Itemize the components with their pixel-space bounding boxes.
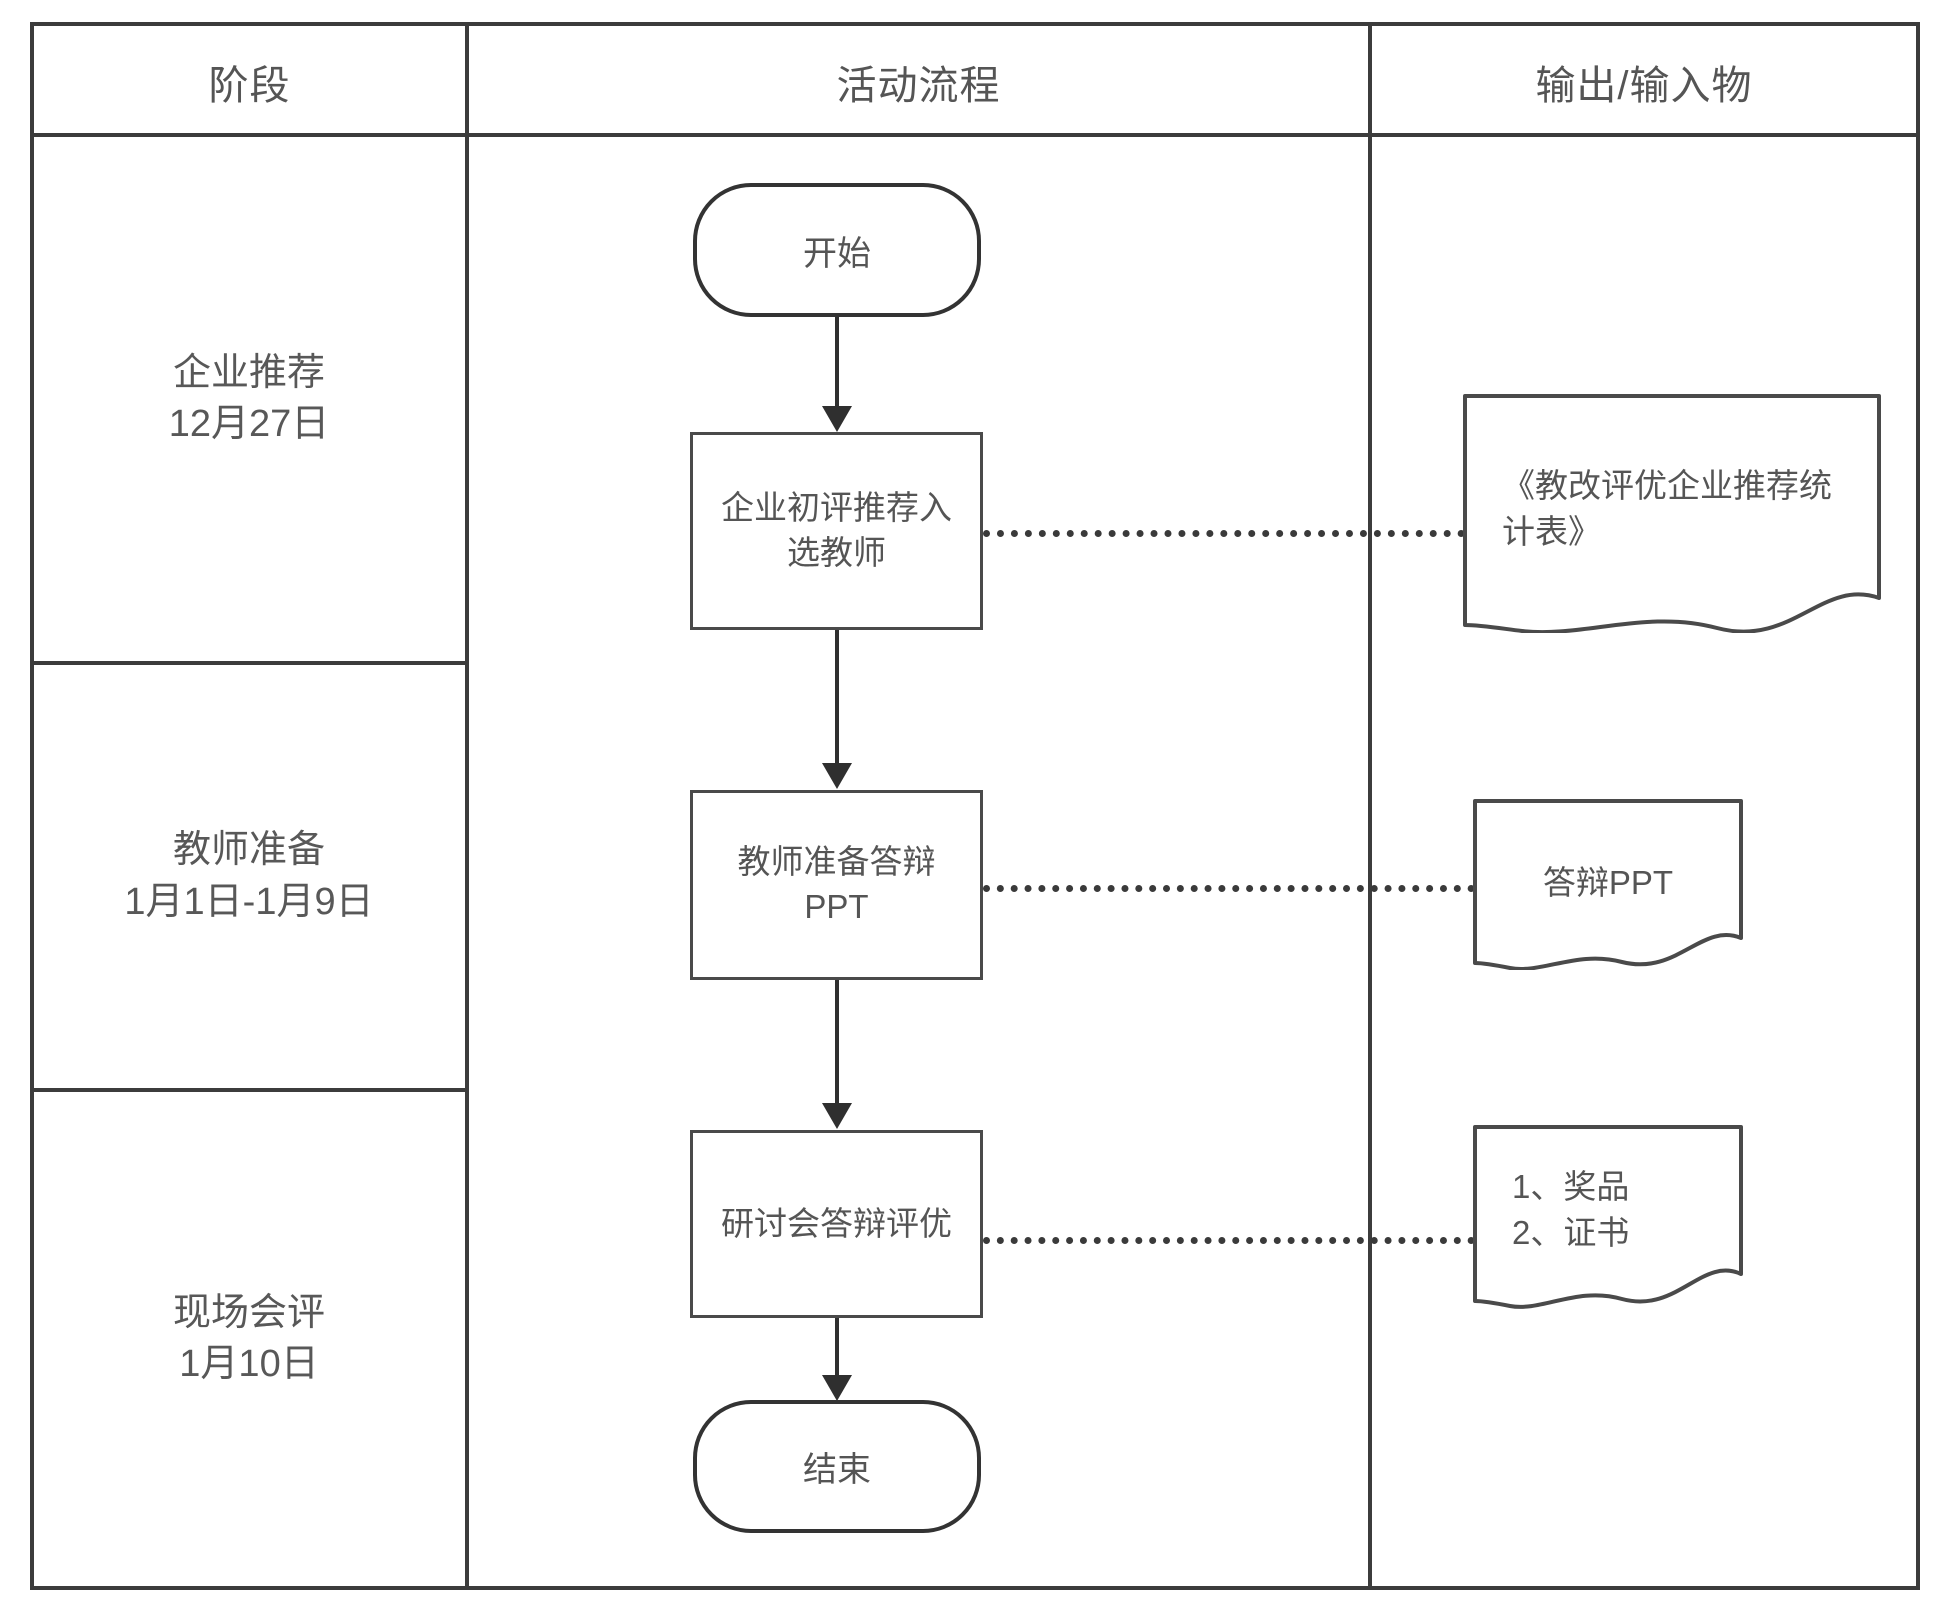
column-divider-2 xyxy=(1368,22,1372,1590)
document-1-line-1: 《教改评优企业推荐统 xyxy=(1502,467,1832,504)
column-header-flow: 活动流程 xyxy=(836,63,1001,108)
flow-node-step3[interactable]: 研讨会答辩评优 xyxy=(690,1130,983,1318)
document-1-line-2: 计表》 xyxy=(1502,512,1601,550)
doc-link-step3 xyxy=(983,1237,1475,1244)
column-header-outputs: 输出/输入物 xyxy=(1535,63,1753,108)
stage-cell-1: 企业推荐 12月27日 xyxy=(34,137,464,661)
doc-link-step2 xyxy=(983,885,1475,892)
document-2-line-1: 答辩PPT xyxy=(1542,864,1674,901)
column-divider-1 xyxy=(465,22,469,1590)
stage-period-2: 1月1日-1月9日 xyxy=(124,880,374,923)
table-outer-border xyxy=(30,22,1920,1590)
flow-node-start[interactable]: 开始 xyxy=(693,183,981,317)
stage-period-1: 12月27日 xyxy=(168,403,330,445)
doc-link-step1 xyxy=(983,530,1465,537)
stage-row-divider-2 xyxy=(34,1088,465,1092)
stage-name-2: 教师准备 xyxy=(172,829,325,872)
stage-cell-3: 现场会评 1月10日 xyxy=(34,1092,464,1586)
stage-row-divider-1 xyxy=(34,661,465,665)
document-3-line-1: 1、奖品 xyxy=(1512,1168,1630,1205)
flow-node-end[interactable]: 结束 xyxy=(693,1400,981,1533)
flow-node-step1[interactable]: 企业初评推荐入选教师 xyxy=(690,432,983,630)
document-shape-1[interactable]: 《教改评优企业推荐统 计表》 xyxy=(1462,393,1882,633)
document-shape-2[interactable]: 答辩PPT xyxy=(1472,798,1744,970)
header-divider xyxy=(30,133,1920,137)
document-1-text: 《教改评优企业推荐统 计表》 xyxy=(1462,463,1882,554)
stage-name-1: 企业推荐 xyxy=(172,351,325,394)
document-2-text: 答辩PPT xyxy=(1472,860,1744,906)
column-header-stage: 阶段 xyxy=(208,63,291,108)
document-3-line-2: 2、证书 xyxy=(1512,1213,1630,1251)
document-3-text: 1、奖品 2、证书 xyxy=(1472,1164,1744,1255)
stage-cell-2: 教师准备 1月1日-1月9日 xyxy=(34,665,464,1088)
stage-period-3: 1月10日 xyxy=(179,1343,319,1385)
stage-name-3: 现场会评 xyxy=(172,1291,325,1334)
flow-node-step2[interactable]: 教师准备答辩PPT xyxy=(690,790,983,980)
document-shape-3[interactable]: 1、奖品 2、证书 xyxy=(1472,1124,1744,1309)
